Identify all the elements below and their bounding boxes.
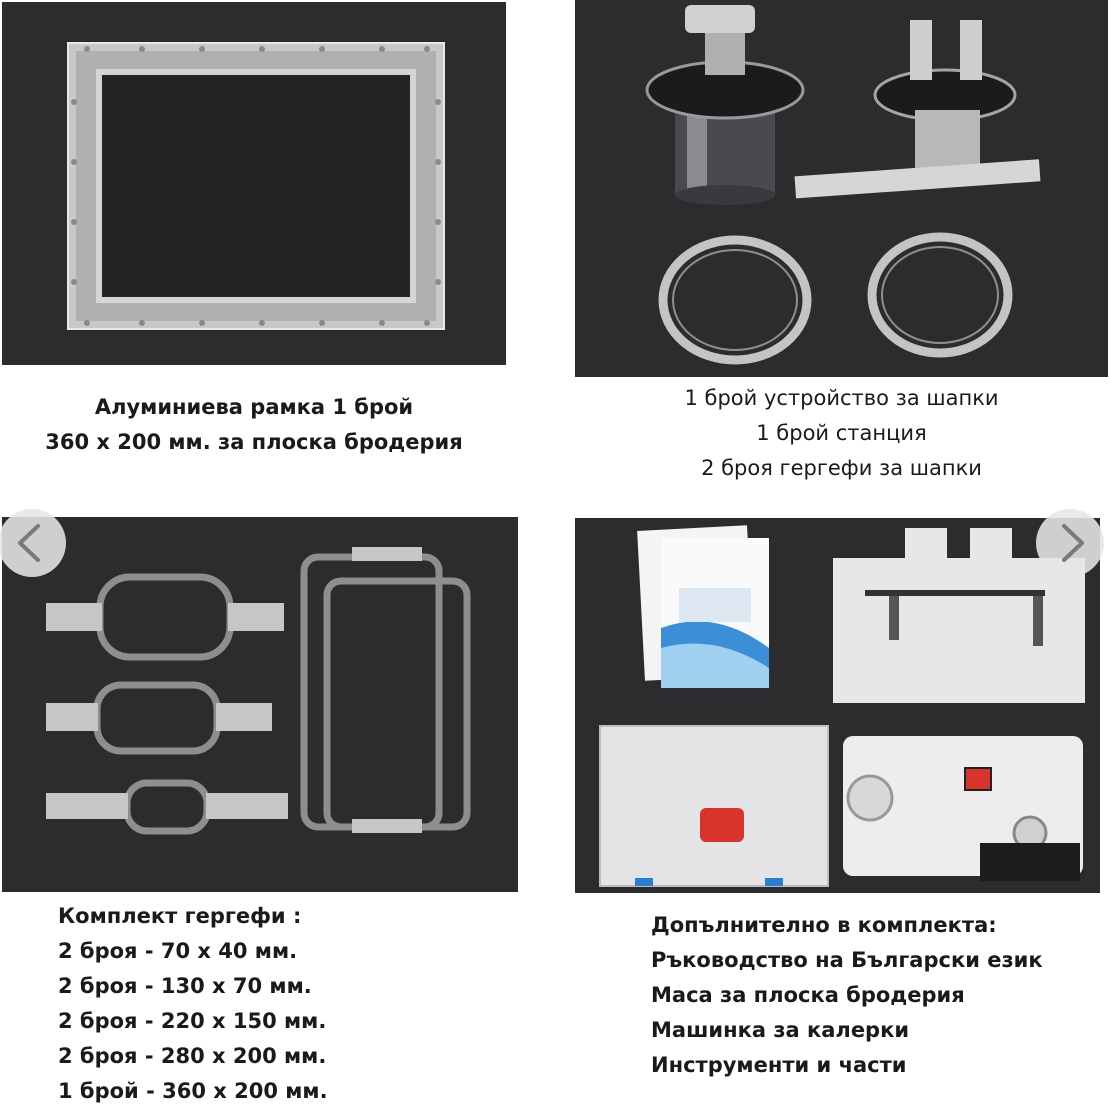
cap-device-caption-line: 1 брой станция [756, 421, 927, 445]
frame-caption-line: 360 х 200 мм. за плоска бродерия [45, 430, 463, 454]
cap-device-caption-line: 2 броя гергефи за шапки [701, 456, 982, 480]
cap-device-illustration [645, 5, 1041, 365]
extras-caption: Допълнително в комплекта: Ръководство на… [651, 908, 1101, 1083]
extras-caption-line: Инструменти и части [651, 1053, 907, 1077]
hoops-set-photo [2, 517, 518, 892]
extras-illustration [599, 525, 1085, 887]
hoops-caption-line: 2 броя - 220 х 150 мм. [58, 1009, 327, 1033]
extras-caption-line: Маса за плоска бродерия [651, 983, 965, 1007]
cap-device-caption-line: 1 брой устройство за шапки [684, 386, 999, 410]
extras-caption-line: Машинка за калерки [651, 1018, 910, 1042]
frame-caption-line: Алуминиева рамка 1 брой [94, 395, 414, 419]
chevron-right-icon [1062, 524, 1084, 562]
hoops-caption-line: Комплект гергефи : [58, 904, 302, 928]
aluminium-frame-illustration [67, 42, 445, 330]
cap-device-caption: 1 брой устройство за шапки 1 брой станци… [575, 381, 1108, 486]
aluminium-frame-photo [2, 2, 506, 365]
hoops-caption: Комплект гергефи : 2 броя - 70 х 40 мм. … [58, 899, 498, 1109]
hoops-caption-line: 1 брой - 360 х 200 мм. [58, 1079, 328, 1103]
extras-photo [575, 518, 1100, 893]
cap-device-photo [575, 0, 1108, 377]
prev-slide-button[interactable] [0, 509, 66, 577]
hoops-set-illustration [46, 547, 471, 835]
chevron-left-icon [18, 524, 40, 562]
hoops-caption-line: 2 броя - 280 х 200 мм. [58, 1044, 327, 1068]
extras-caption-line: Ръководство на Български език [651, 948, 1043, 972]
hoops-caption-line: 2 броя - 70 х 40 мм. [58, 939, 298, 963]
next-slide-button[interactable] [1036, 509, 1104, 577]
frame-caption: Алуминиева рамка 1 брой 360 х 200 мм. за… [2, 390, 506, 460]
extras-caption-line: Допълнително в комплекта: [651, 913, 997, 937]
hoops-caption-line: 2 броя - 130 х 70 мм. [58, 974, 312, 998]
